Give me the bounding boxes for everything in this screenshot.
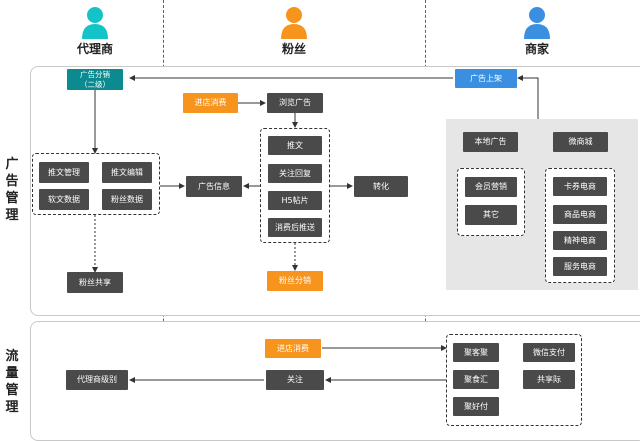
fan-distribution-box[interactable]: 粉丝分销	[267, 271, 323, 291]
traffic-management-label: 流量管理	[5, 349, 19, 415]
ad-store-consume-box[interactable]: 进店消费	[183, 93, 238, 113]
coupon-ecommerce-box[interactable]: 卡券电商	[553, 177, 607, 196]
payments-group	[446, 334, 582, 426]
local-ads-box[interactable]: 本地广告	[463, 132, 518, 152]
member-marketing-box[interactable]: 会员营销	[465, 177, 517, 197]
soft-article-data-box[interactable]: 软文数据	[39, 189, 89, 210]
agent-tools-group	[32, 153, 160, 215]
service-ecommerce-box[interactable]: 服务电商	[553, 257, 607, 276]
persona-fan-label: 粉丝	[281, 42, 306, 56]
ad-distribution-box[interactable]: 广告分销（二级）	[67, 69, 123, 90]
fan-person-icon	[281, 7, 307, 39]
payment-juhaofu-box[interactable]: 聚好付	[453, 397, 499, 416]
fan-actions-group	[260, 128, 330, 243]
fan-share-box[interactable]: 粉丝共享	[67, 272, 123, 293]
ad-info-box[interactable]: 广告信息	[186, 176, 242, 197]
product-ecommerce-box[interactable]: 商品电商	[553, 205, 607, 224]
follow-box[interactable]: 关注	[266, 370, 324, 390]
other-box[interactable]: 其它	[465, 205, 517, 225]
agent-level-box[interactable]: 代理商级别	[66, 370, 128, 390]
agent-person-icon	[82, 7, 108, 39]
merchant-person-icon	[524, 7, 550, 39]
spiritual-ecommerce-box[interactable]: 精神电商	[553, 231, 607, 250]
ad-launch-box[interactable]: 广告上架	[455, 69, 517, 88]
payment-wechat-pay-box[interactable]: 微信支付	[523, 343, 575, 362]
payment-jushihui-box[interactable]: 聚食汇	[453, 370, 499, 389]
post-purchase-push-box[interactable]: 消费后推送	[268, 218, 322, 237]
payment-jukeju-box[interactable]: 聚客聚	[453, 343, 499, 362]
fan-data-box[interactable]: 粉丝数据	[102, 189, 152, 210]
h5-post-action-box[interactable]: H5帖片	[268, 191, 322, 210]
persona-agent-label: 代理商	[76, 42, 113, 56]
traffic-store-consume-box[interactable]: 进店消费	[265, 339, 321, 358]
tweet-edit-box[interactable]: 推文编辑	[102, 162, 152, 183]
wechat-mall-box[interactable]: 微商城	[553, 132, 608, 152]
browse-ads-box[interactable]: 浏览广告	[267, 93, 323, 113]
convert-box[interactable]: 转化	[354, 176, 408, 197]
follow-reply-action-box[interactable]: 关注回复	[268, 164, 322, 183]
ad-management-label: 广告管理	[5, 157, 19, 223]
persona-merchant-label: 商家	[524, 42, 549, 56]
payment-gongxiangji-box[interactable]: 共享际	[523, 370, 575, 389]
tweet-action-box[interactable]: 推文	[268, 136, 322, 155]
tweet-management-box[interactable]: 推文管理	[39, 162, 89, 183]
